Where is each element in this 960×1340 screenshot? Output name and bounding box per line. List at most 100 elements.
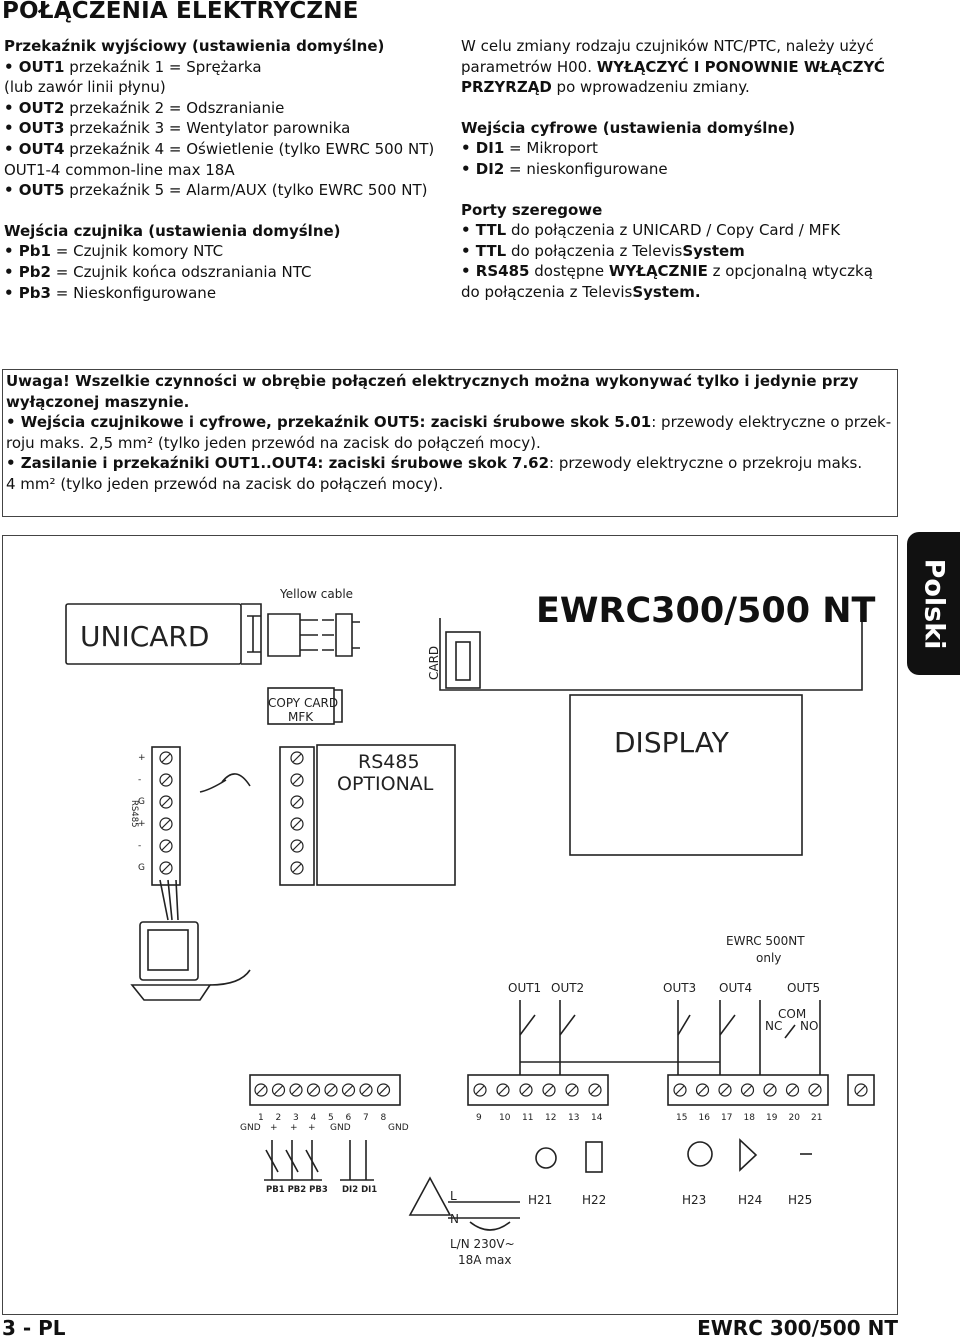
terminal-block-mid (467, 1074, 609, 1106)
terminal-screw (695, 1083, 710, 1097)
di-group-label: DI2 DI1 (342, 1185, 377, 1195)
terminal-screw (473, 1083, 487, 1097)
terminal-screw (376, 1083, 391, 1097)
di-heading: Wejścia cyfrowe (ustawienia domyślne) (461, 118, 796, 137)
terminal-number: 2 (276, 1113, 282, 1123)
out5-label: OUT5 (787, 981, 820, 995)
di2-line: • DI2 = nieskonfigurowane (461, 159, 668, 178)
intro-line-1: W celu zmiany rodzaju czujników NTC/PTC,… (461, 37, 874, 55)
terminal-screw (740, 1083, 755, 1097)
terminal-screw (290, 751, 304, 765)
model-label: EWRC300/500 NT (536, 591, 876, 631)
intro-line-3: PRZYRZĄD po wprowadzeniu zmiany. (461, 78, 750, 97)
terminal-number: 21 (811, 1113, 822, 1123)
language-tab: Polski (907, 532, 960, 675)
intro-line-2: parametrów H00. WYŁĄCZYĆ I PONOWNIE WŁĄC… (461, 57, 885, 76)
terminal-screw (159, 861, 173, 875)
nc-label: NC (765, 1019, 782, 1033)
terminal-screw (290, 773, 304, 787)
terminal-number: 3 (293, 1113, 299, 1123)
terminal-number: 10 (499, 1113, 511, 1123)
out2-label: OUT2 (551, 981, 584, 995)
h23-label: H23 (682, 1193, 706, 1207)
pb2-line: • Pb2 = Czujnik końca odszraniania NTC (4, 262, 312, 281)
terminal-number: 9 (476, 1113, 482, 1123)
di1-line: • DI1 = Mikroport (461, 139, 598, 158)
terminal-screw (159, 839, 173, 853)
warning-line-5: • Zasilanie i przekaźniki OUT1..OUT4: za… (6, 454, 863, 473)
warning-line-3: • Wejścia czujnikowe i cyfrowe, przekaźn… (6, 413, 892, 432)
warning-box: Uwaga! Wszelkie czynności w obrębie połą… (2, 369, 898, 517)
terminal-screw (763, 1083, 777, 1097)
footer-model: EWRC 300/500 NT (697, 1316, 898, 1340)
terminal-number: 15 (676, 1113, 687, 1123)
terminal-number: 6 (346, 1113, 352, 1123)
terminal-screw (159, 773, 173, 787)
out4-line: • OUT4 przekaźnik 4 = Oświetlenie (tylko… (4, 139, 435, 158)
terminal-number: 13 (568, 1113, 579, 1123)
h25-label: H25 (788, 1193, 812, 1207)
signal-label: + (290, 1123, 298, 1133)
out3-label: OUT3 (663, 981, 696, 995)
terminal-screw (306, 1083, 321, 1097)
left-column: Przekaźnik wyjściowy (ustawienia domyśln… (4, 36, 434, 303)
warning-line-1: Uwaga! Wszelkie czynności w obrębie połą… (6, 372, 859, 390)
rs485-pin-label: G (138, 797, 145, 807)
rs485-pin-label: - (138, 775, 141, 785)
out2-line: • OUT2 przekaźnik 2 = Odszranianie (4, 98, 285, 117)
ttl2-line: • TTL do połączenia z TelevisSystem (461, 241, 745, 260)
warning-line-2: wyłączonej maszynie. (6, 392, 190, 411)
terminal-screw (341, 1083, 356, 1097)
terminal-screw (519, 1083, 533, 1097)
terminal-screw (254, 1083, 268, 1097)
terminal-screw (565, 1083, 579, 1097)
l-label: L (450, 1189, 457, 1203)
terminal-screw (271, 1083, 286, 1097)
signal-label: GND (240, 1123, 261, 1133)
terminal-screw (588, 1083, 602, 1097)
power-label-1: L/N 230V~ (450, 1237, 515, 1251)
terminal-screw (496, 1083, 510, 1097)
terminal-number: 14 (591, 1113, 603, 1123)
unicard-box (65, 603, 242, 665)
pb1-line: • Pb1 = Czujnik komory NTC (4, 242, 224, 261)
page-number: 3 - PL (2, 1316, 66, 1340)
rs485-line-cont: do połączenia z TelevisSystem. (461, 282, 701, 301)
h22-label: H22 (582, 1193, 606, 1207)
terminal-number: 7 (363, 1113, 369, 1123)
signal-label: GND (388, 1123, 409, 1133)
rs-side-title: RS485 (129, 800, 139, 828)
terminal-screw (289, 1083, 303, 1097)
yellow-cable-label: Yellow cable (279, 587, 353, 601)
terminal-number: 19 (766, 1113, 778, 1123)
right-column: W celu zmiany rodzaju czujników NTC/PTC,… (461, 36, 885, 303)
device-outline (439, 618, 863, 691)
terminal-screw (290, 817, 304, 831)
out3-line: • OUT3 przekaźnik 3 = Wentylator parowni… (4, 119, 351, 138)
terminal-number: 17 (721, 1113, 732, 1123)
pb3-line: • Pb3 = Nieskonfigurowane (4, 283, 217, 302)
page-title: POŁĄCZENIA ELEKTRYCZNE (2, 0, 359, 24)
terminal-number: 16 (699, 1113, 711, 1123)
rs485-label-1: RS485 (358, 751, 420, 773)
terminal-screw (854, 1083, 868, 1097)
terminal-screw (324, 1083, 338, 1097)
n-label: N (450, 1212, 459, 1226)
unicard-label: UNICARD (80, 620, 209, 653)
power-label-2: 18A max (458, 1253, 511, 1267)
terminal-screw (785, 1083, 800, 1097)
out4-label: OUT4 (719, 981, 752, 995)
common-line: OUT1-4 common-line max 18A (4, 160, 235, 179)
terminal-screw (290, 861, 304, 875)
terminal-number: 4 (311, 1113, 317, 1123)
terminal-screw (542, 1083, 556, 1097)
terminal-screw (718, 1083, 732, 1097)
probe-group-label: PB1 PB2 PB3 (266, 1185, 328, 1195)
terminal-number: 8 (381, 1113, 387, 1123)
rs485-pin-label: + (138, 819, 146, 829)
terminal-number: 5 (328, 1113, 334, 1123)
out1-label: OUT1 (508, 981, 541, 995)
terminal-number: 18 (744, 1113, 756, 1123)
no-label: NO (800, 1019, 818, 1033)
warning-line-6: 4 mm² (tylko jeden przewód na zacisk do … (6, 474, 444, 493)
